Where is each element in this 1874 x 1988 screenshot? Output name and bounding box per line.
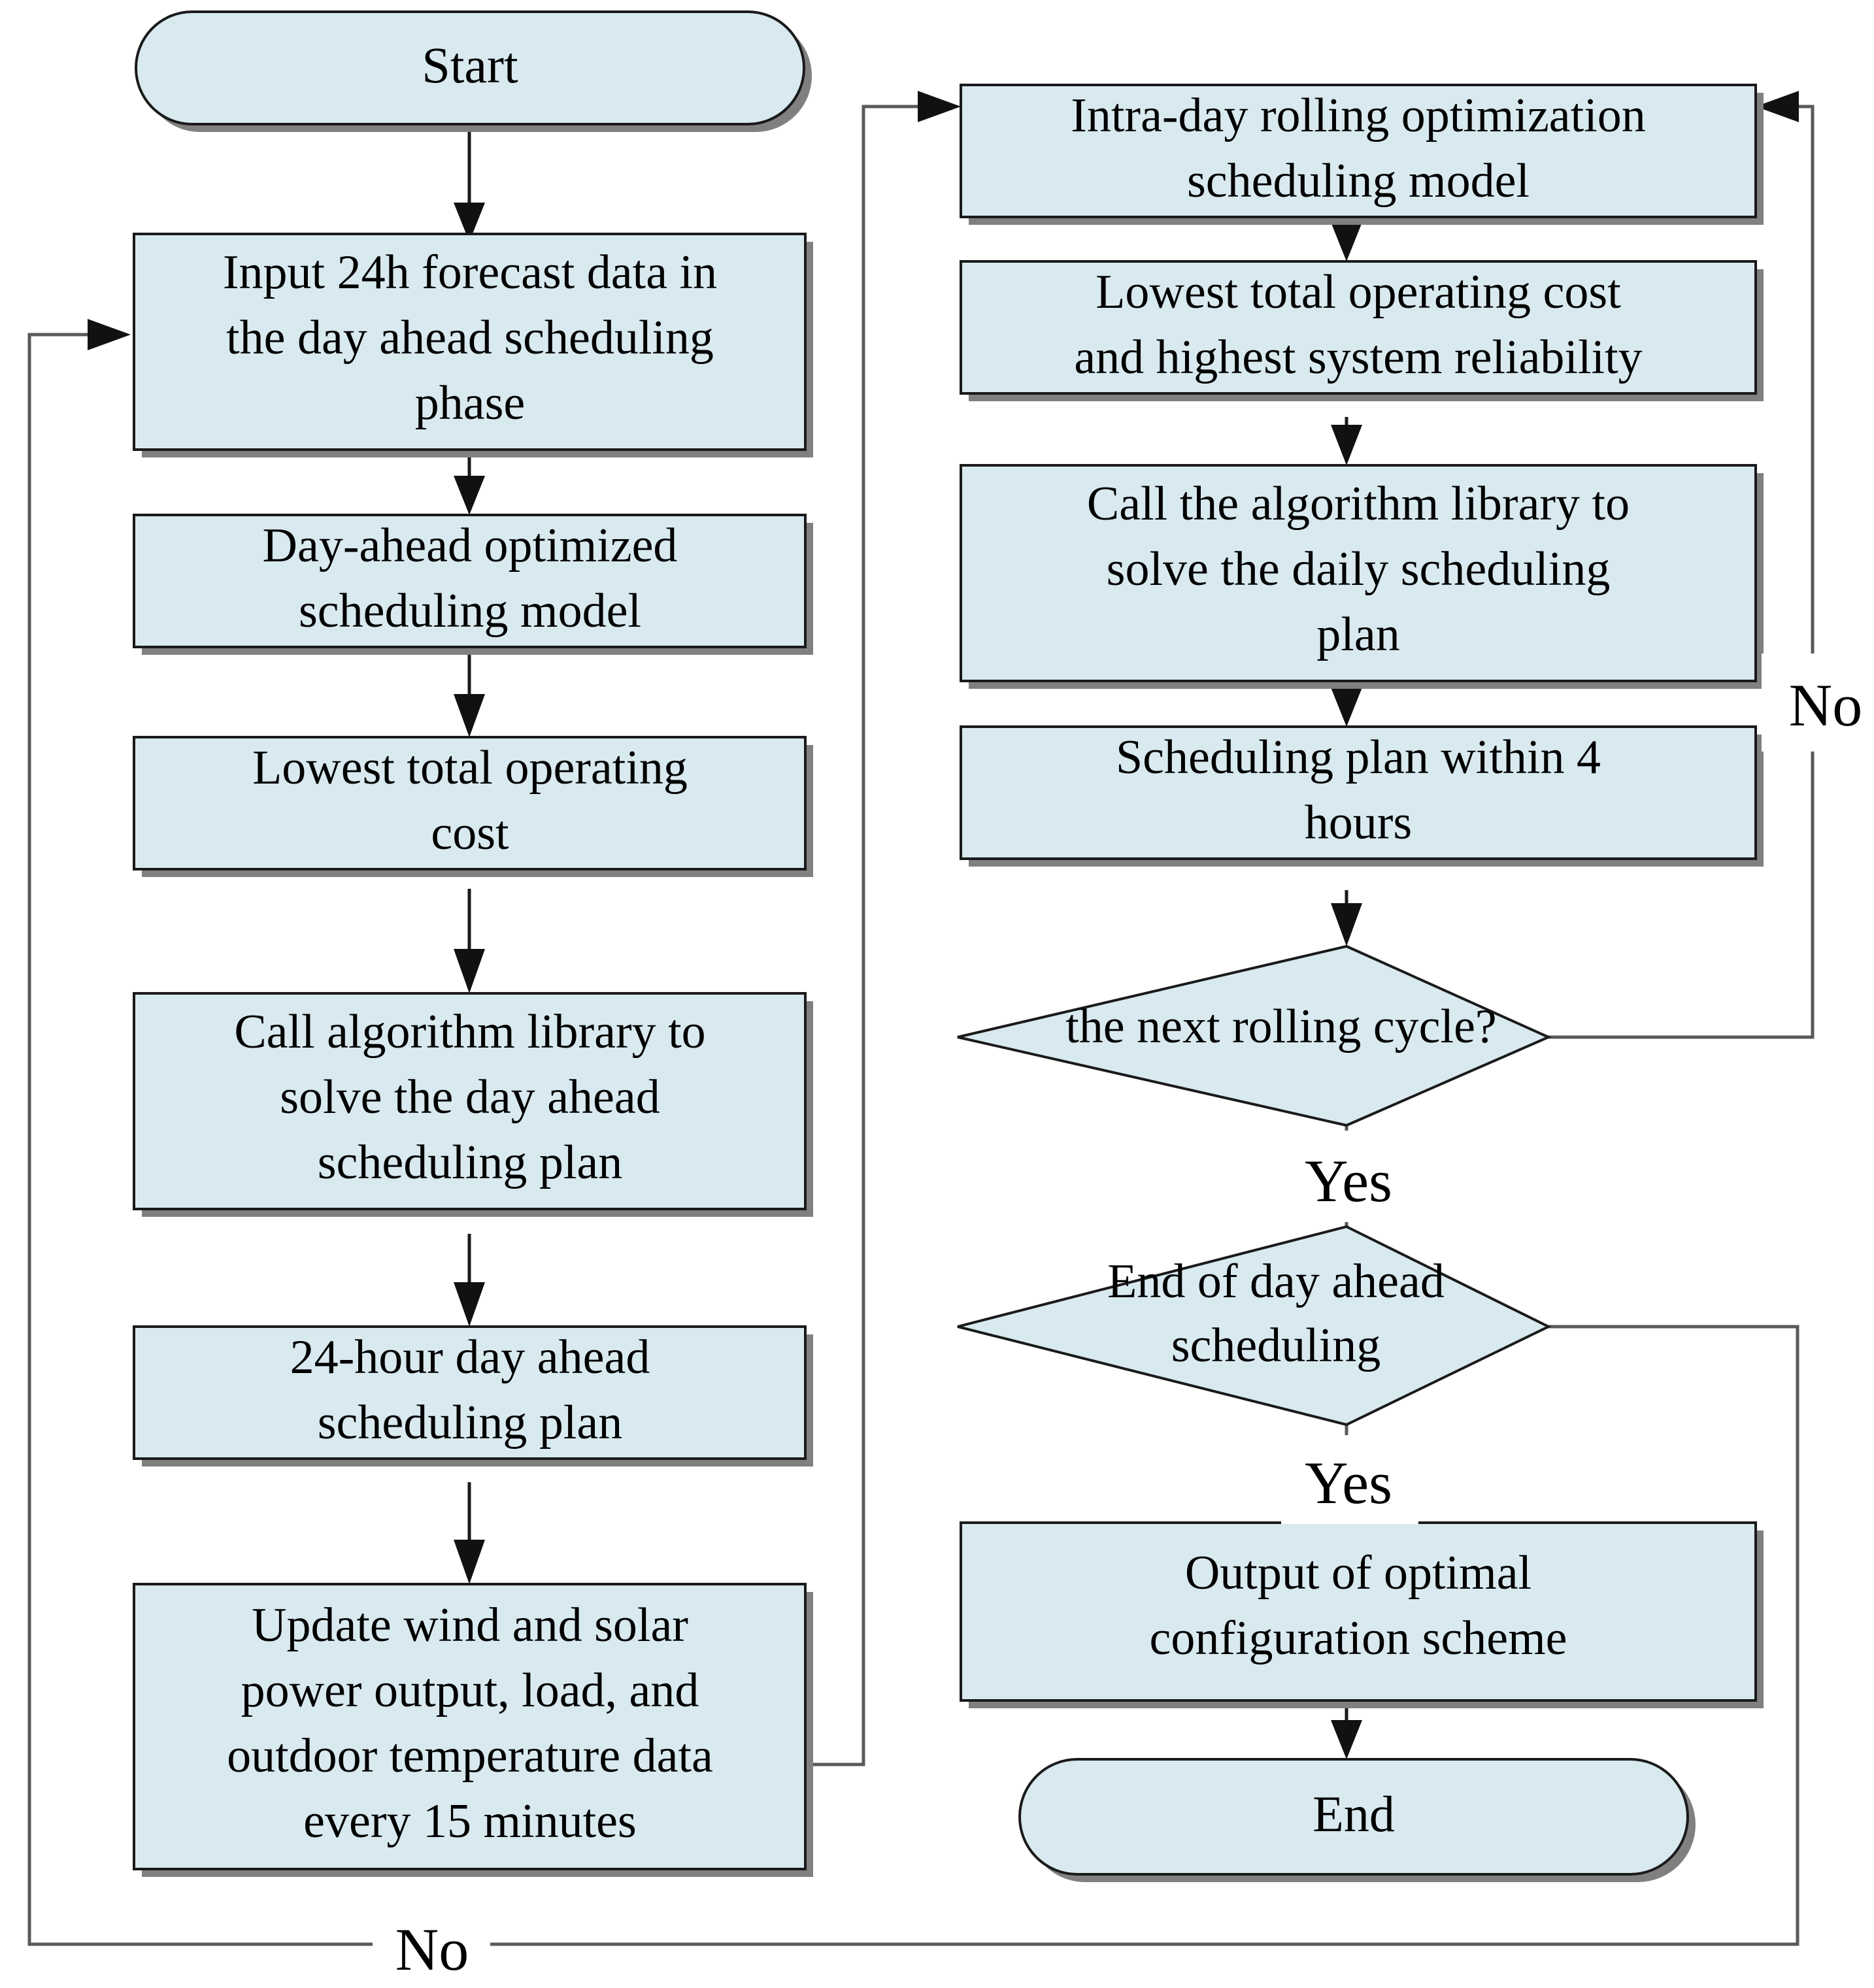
node-call-lib-right-line-2: solve the daily scheduling [1107,542,1611,596]
node-lowest-cost-left-line-1: Lowest total operating [252,741,688,795]
node-start[interactable]: Start [135,10,812,132]
edge-input-to-dayahead [454,456,485,515]
edge-label-yes-endday-group: Yes [1281,1435,1418,1524]
node-output-scheme[interactable]: Output of optimal configuration scheme [960,1521,1764,1708]
node-end[interactable]: End [1018,1758,1696,1882]
node-decision-endday[interactable]: End of day ahead scheduling [957,1225,1552,1427]
edge-lowestcost-to-calllib [454,889,485,993]
node-update-data[interactable]: Update wind and solar power output, load… [133,1583,813,1877]
edge-label-no-bottom-group: No [373,1897,490,1988]
node-decision-endday-line-2: scheduling [1171,1319,1381,1372]
edge-lowestcostright-to-calllibright [1331,417,1362,465]
node-intraday-model-line-1: Intra-day rolling optimization [1071,89,1646,142]
node-call-lib-right-line-3: plan [1316,608,1399,661]
node-start-label: Start [422,37,518,93]
node-intraday-model-line-2: scheduling model [1187,154,1530,208]
node-plan-4h-line-1: Scheduling plan within 4 [1116,731,1601,784]
node-call-lib-right[interactable]: Call the algorithm library to solve the … [960,464,1764,689]
node-input-forecast-line-3: phase [415,376,526,430]
node-plan-4h-line-2: hours [1305,796,1412,850]
node-input-forecast-line-1: Input 24h forecast data in [223,246,717,299]
node-day-ahead-model-line-1: Day-ahead optimized [263,519,678,572]
node-day-ahead-model-line-2: scheduling model [299,584,641,638]
node-decision-endday-line-1: End of day ahead [1107,1255,1445,1308]
node-input-forecast-line-2: the day ahead scheduling [226,311,714,365]
node-decision-rolling[interactable]: the next rolling cycle? [957,944,1552,1127]
node-update-data-line-3: outdoor temperature data [227,1729,713,1783]
edge-label-no-bottom: No [395,1916,469,1983]
node-lowest-cost-left[interactable]: Lowest total operating cost [133,736,813,877]
edge-label-yes-rolling: Yes [1305,1148,1392,1214]
node-update-data-line-4: every 15 minutes [303,1795,637,1848]
node-output-scheme-line-2: configuration scheme [1149,1612,1567,1665]
node-plan-24h[interactable]: 24-hour day ahead scheduling plan [133,1325,813,1466]
edge-dayahead-to-lowestcost [454,646,485,737]
edge-start-to-input [454,131,485,242]
node-call-lib-left-line-2: solve the day ahead [280,1070,660,1124]
edge-plan24-to-update [454,1482,485,1584]
edge-calllib-to-plan24 [454,1234,485,1327]
node-call-lib-left-line-3: scheduling plan [318,1136,623,1189]
edge-label-yes-rolling-group: Yes [1281,1131,1418,1222]
edge-plan4h-to-decision-rolling [1331,890,1362,946]
node-lowest-cost-left-line-2: cost [431,806,509,860]
node-call-lib-left[interactable]: Call algorithm library to solve the day … [133,992,813,1217]
node-day-ahead-model[interactable]: Day-ahead optimized scheduling model [133,514,813,655]
edge-decision-endday-no [27,319,1799,1946]
edge-output-to-end [1331,1706,1362,1759]
node-input-forecast[interactable]: Input 24h forecast data in the day ahead… [133,233,813,457]
edge-decision-rolling-no [1548,91,1815,1039]
node-update-data-line-1: Update wind and solar [252,1599,688,1652]
node-end-label: End [1313,1785,1395,1842]
edge-label-no-right: No [1789,672,1862,738]
node-lowest-cost-right[interactable]: Lowest total operating cost and highest … [960,260,1764,401]
node-plan-24h-line-2: scheduling plan [318,1396,623,1450]
node-output-scheme-line-1: Output of optimal [1185,1546,1531,1600]
node-call-lib-left-line-1: Call algorithm library to [234,1005,705,1059]
node-plan-24h-line-1: 24-hour day ahead [290,1331,650,1384]
node-update-data-line-2: power output, load, and [241,1664,699,1717]
node-lowest-cost-right-line-1: Lowest total operating cost [1096,265,1621,319]
node-call-lib-right-line-1: Call the algorithm library to [1087,477,1630,531]
node-plan-4h[interactable]: Scheduling plan within 4 hours [960,725,1764,867]
edge-label-yes-endday: Yes [1305,1450,1392,1516]
edge-update-to-intraday [805,91,961,1766]
node-lowest-cost-right-line-2: and highest system reliability [1074,331,1642,384]
edge-label-no-right-group: No [1762,654,1874,752]
node-intraday-model[interactable]: Intra-day rolling optimization schedulin… [960,84,1764,225]
node-decision-rolling-label: the next rolling cycle? [1065,1000,1497,1053]
